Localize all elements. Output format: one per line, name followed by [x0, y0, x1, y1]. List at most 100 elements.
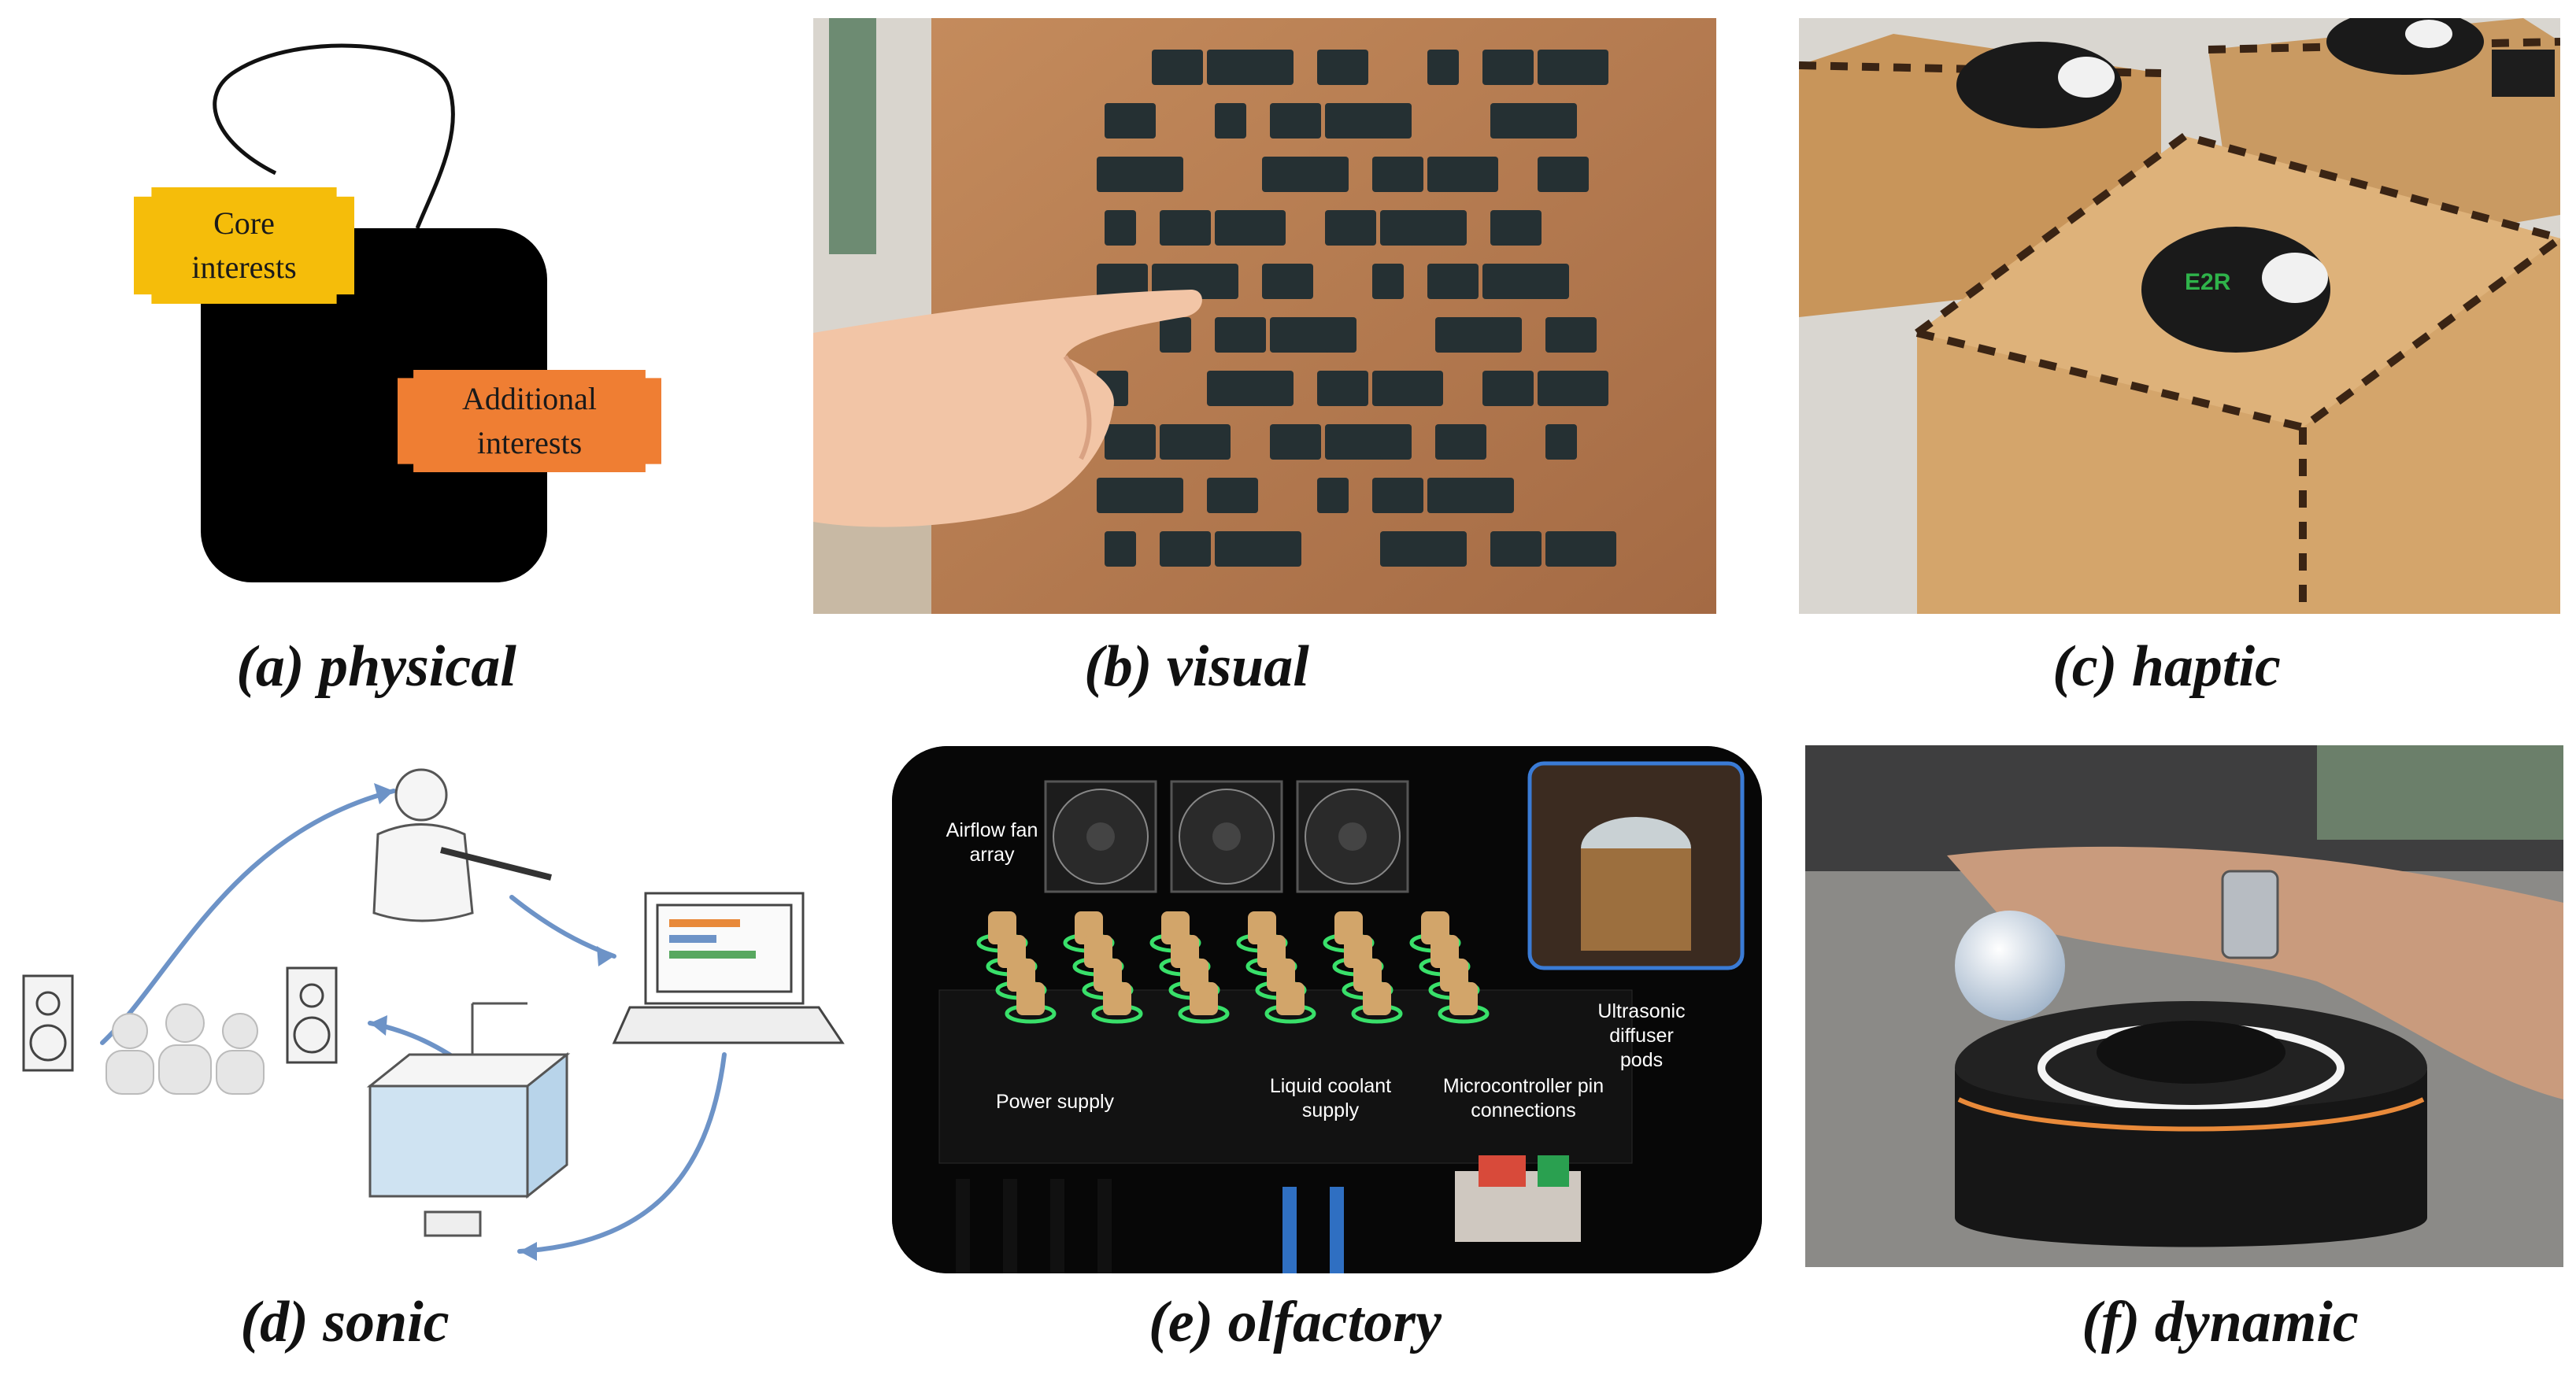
tile — [1317, 50, 1368, 85]
flute-player — [372, 768, 552, 922]
tile — [1325, 317, 1356, 353]
tile — [1372, 478, 1423, 513]
tile — [1105, 424, 1156, 460]
caption-visual: (b) visual — [1084, 634, 1309, 699]
tile — [1160, 424, 1231, 460]
olfactory-photo — [892, 746, 1762, 1273]
tile — [1325, 210, 1376, 246]
tile — [1262, 264, 1313, 299]
tile — [1427, 157, 1498, 192]
tile — [1152, 50, 1203, 85]
tile — [1097, 478, 1168, 513]
tile — [1160, 531, 1211, 567]
tile — [1380, 424, 1412, 460]
tile — [1152, 478, 1183, 513]
fan — [1044, 780, 1157, 893]
tile — [1325, 424, 1396, 460]
microcontroller-label: Microcontroller pin connections — [1442, 1075, 1604, 1121]
tile — [1207, 50, 1278, 85]
tile — [1482, 50, 1534, 85]
tile — [1317, 371, 1368, 406]
hand — [813, 290, 1202, 527]
tile — [1097, 157, 1168, 192]
water-tank — [366, 1002, 571, 1237]
panel-physical — [118, 16, 685, 598]
tile — [1435, 424, 1486, 460]
panel-sonic — [16, 740, 866, 1291]
panel-visual-photo — [813, 18, 1716, 614]
tile — [1545, 531, 1616, 567]
sonic-diagram — [22, 768, 845, 1261]
laptop — [612, 892, 845, 1044]
tile — [1538, 50, 1608, 85]
tile — [1380, 531, 1451, 567]
power-supply-label: Power supply — [995, 1091, 1115, 1113]
caption-haptic: (c) haptic — [2052, 634, 2281, 699]
caption-physical: (a) physical — [236, 634, 516, 699]
tile — [1435, 210, 1467, 246]
arm — [1947, 846, 2563, 1099]
fan-array-label: Airflow fan array — [946, 819, 1038, 866]
tile — [1270, 317, 1341, 353]
tile — [1490, 317, 1522, 353]
fan-array — [1044, 780, 1409, 893]
tile — [1435, 531, 1467, 567]
tile — [1317, 157, 1349, 192]
tile — [1207, 371, 1278, 406]
diffuser-pod — [1351, 982, 1403, 1024]
tile — [1545, 103, 1577, 139]
tile — [1262, 371, 1294, 406]
tile — [1270, 531, 1301, 567]
tile — [1490, 531, 1542, 567]
tile — [1372, 264, 1404, 299]
tile — [1317, 478, 1349, 513]
tile — [1207, 264, 1238, 299]
tile — [1538, 157, 1589, 192]
tile — [1490, 103, 1561, 139]
tile — [1215, 531, 1286, 567]
diffuser-label: Ultrasonic diffuser pods — [1597, 1000, 1686, 1071]
tile — [1545, 317, 1597, 353]
tile — [1427, 264, 1479, 299]
haptic-photo: E2R — [1799, 18, 2560, 614]
tile — [1152, 157, 1183, 192]
tile — [1215, 103, 1246, 139]
tile — [1482, 264, 1553, 299]
tile — [1427, 478, 1498, 513]
tile — [1372, 371, 1443, 406]
tile — [1262, 157, 1333, 192]
diffuser-pod — [1178, 982, 1230, 1024]
tile — [1152, 264, 1223, 299]
bag-body — [201, 228, 547, 582]
caption-sonic: (d) sonic — [240, 1290, 450, 1354]
panel-haptic-photo: E2R — [1799, 18, 2560, 614]
diffuser-pod — [1438, 982, 1490, 1024]
svg-text:E2R: E2R — [2185, 269, 2231, 295]
tile — [1270, 424, 1321, 460]
tile — [1538, 371, 1608, 406]
physical-diagram — [201, 43, 547, 582]
tile — [1372, 157, 1423, 192]
coolant-label: Liquid coolant supply — [1269, 1075, 1392, 1121]
speaker-left — [22, 974, 74, 1072]
tile — [1380, 210, 1451, 246]
diffuser-pod — [1264, 982, 1316, 1024]
orb — [1955, 911, 2065, 1021]
handle-loop — [213, 43, 455, 229]
tile — [1215, 210, 1286, 246]
diffuser-pods — [976, 911, 1490, 1024]
speaker-right — [286, 966, 338, 1064]
flow-arrow-1 — [100, 789, 396, 1045]
tile — [1380, 103, 1412, 139]
tile — [1207, 478, 1258, 513]
tile — [1325, 103, 1396, 139]
tile — [1160, 210, 1211, 246]
fan — [1170, 780, 1283, 893]
caption-olfactory: (e) olfactory — [1149, 1290, 1442, 1354]
panel-dynamic-photo — [1805, 745, 2563, 1267]
tile — [1105, 103, 1156, 139]
tile — [1490, 210, 1542, 246]
flow-arrow-4 — [517, 1052, 727, 1254]
tile — [1482, 371, 1534, 406]
fan — [1296, 780, 1409, 893]
